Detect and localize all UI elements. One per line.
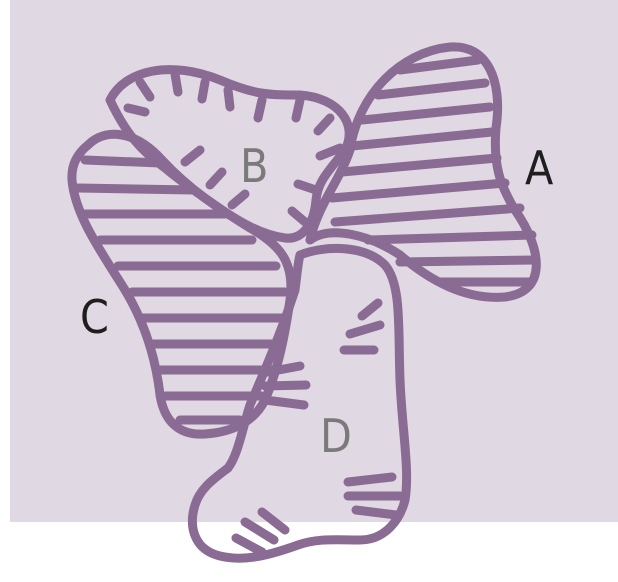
region-c-stripes (78, 160, 285, 420)
label-d: D (320, 409, 352, 463)
label-c: C (80, 290, 109, 344)
label-a: A (525, 141, 553, 195)
label-b: B (240, 139, 268, 193)
